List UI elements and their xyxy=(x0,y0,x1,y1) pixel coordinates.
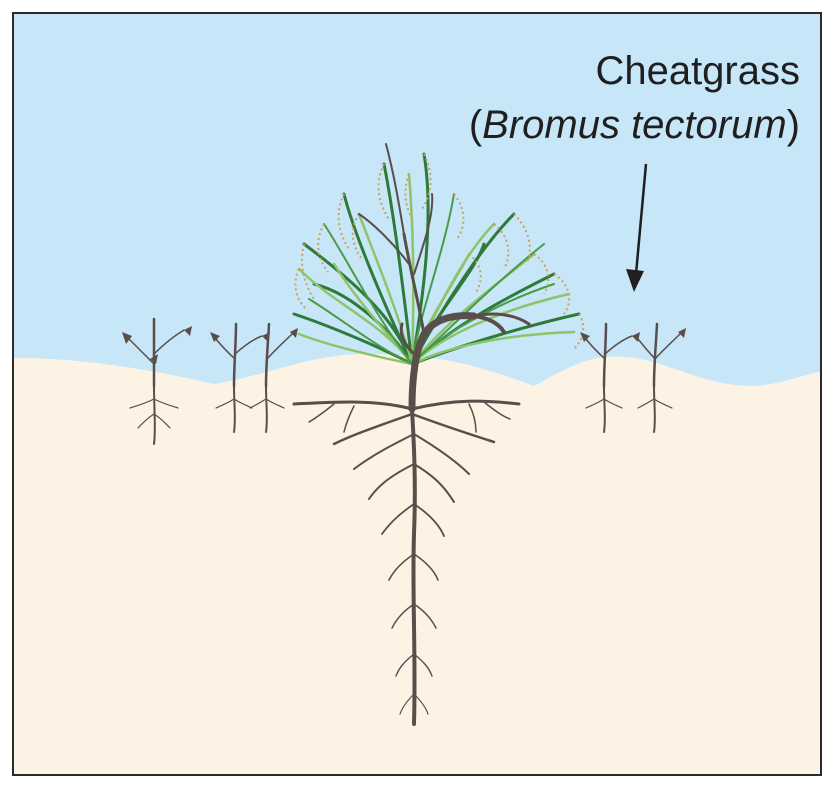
cheatgrass-plant-icon xyxy=(292,143,585,726)
seedling-1 xyxy=(122,317,192,445)
paren-open: ( xyxy=(468,103,483,147)
diagram-frame: Cheatgrass (Bromus tectorum) xyxy=(12,12,822,776)
paren-close: ) xyxy=(786,103,800,147)
common-name: Cheatgrass xyxy=(595,49,800,93)
scientific-name: Bromus tectorum xyxy=(482,103,787,147)
diagram-scene xyxy=(14,14,820,774)
species-label: Cheatgrass (Bromus tectorum) xyxy=(469,44,800,152)
seedling-icon xyxy=(123,317,185,445)
seedling-icon xyxy=(581,322,633,433)
main-stems xyxy=(358,143,531,413)
soil xyxy=(14,353,820,774)
seedling-3 xyxy=(580,322,686,433)
arrow-down-icon xyxy=(626,163,648,292)
scientific-name-line: (Bromus tectorum) xyxy=(469,98,800,152)
seedling-icon xyxy=(637,322,681,433)
seedling-2 xyxy=(210,322,298,433)
seed-heads xyxy=(294,153,585,350)
main-roots xyxy=(292,399,521,726)
seedling-icon xyxy=(249,322,293,433)
